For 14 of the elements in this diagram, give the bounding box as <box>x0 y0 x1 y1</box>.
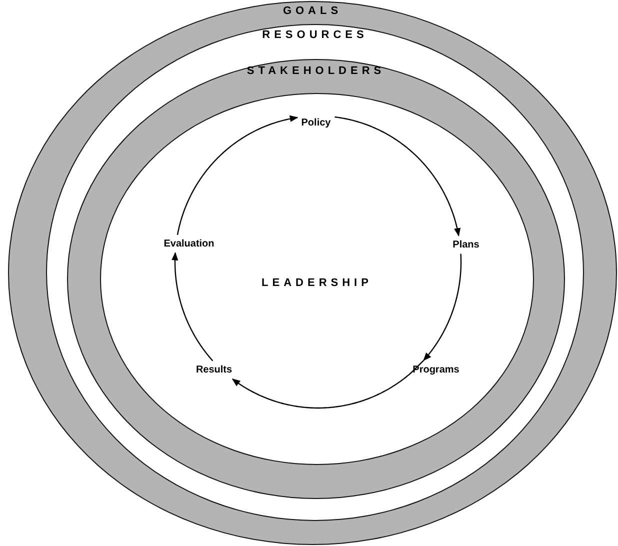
ring-label: GOALS <box>282 5 342 17</box>
arrow <box>232 360 424 409</box>
step-label: Results <box>196 364 232 376</box>
arrow <box>171 252 214 362</box>
step-label: Policy <box>301 118 331 128</box>
arrow <box>176 115 298 236</box>
arrow <box>334 116 461 236</box>
ring-label: LEADERSHIP <box>262 277 372 289</box>
arrow <box>423 254 462 362</box>
step-label: Evaluation <box>164 238 214 250</box>
ring-label: RESOURCES <box>262 29 368 41</box>
ring-label: STAKEHOLDERS <box>246 65 386 77</box>
step-label: Plans <box>452 240 480 250</box>
step-label: Programs <box>412 364 460 376</box>
